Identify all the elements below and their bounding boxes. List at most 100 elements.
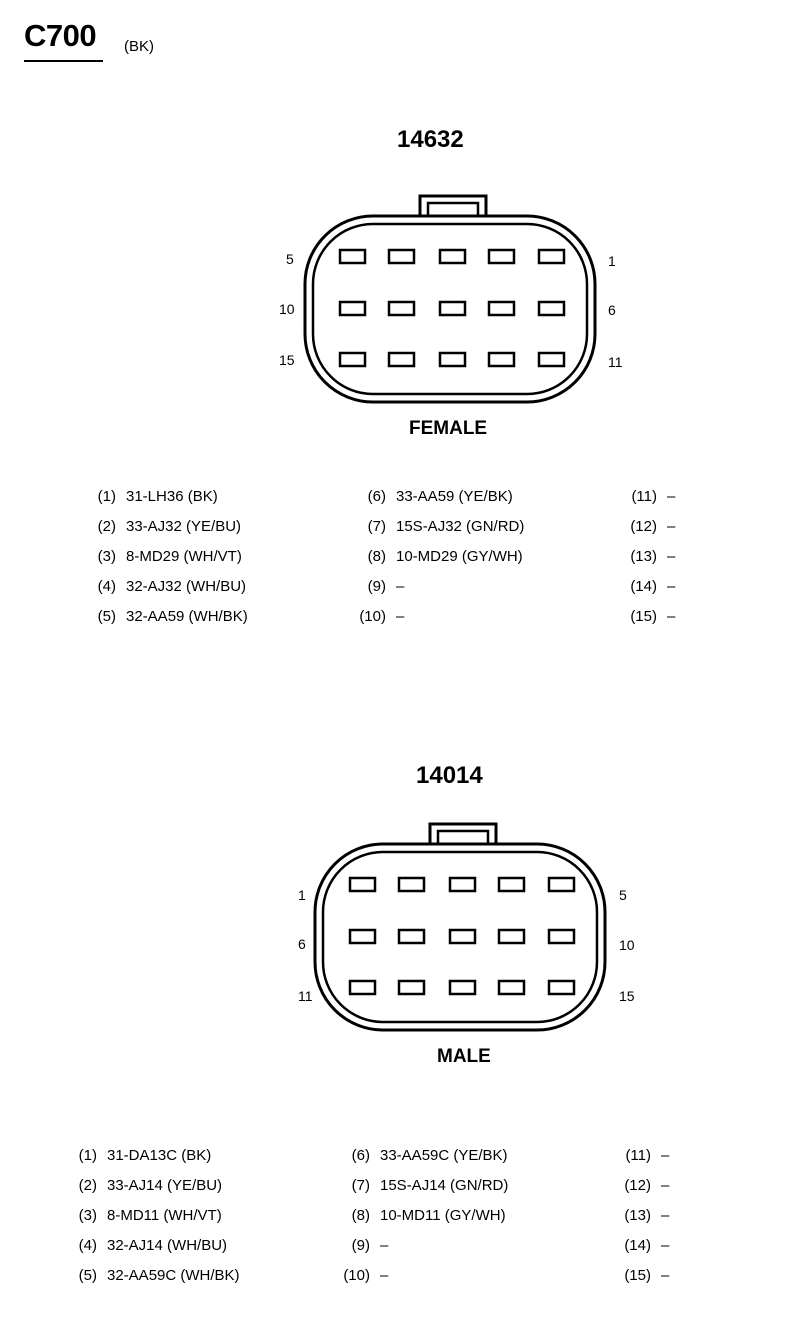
circuit-label: 10-MD11 (GY/WH) <box>380 1207 506 1224</box>
pin-number: (13) <box>624 1207 651 1224</box>
circuit-label: 33-AA59 (YE/BK) <box>396 488 513 505</box>
pinout-entry: (9)– <box>352 578 405 595</box>
pin-number: (4) <box>97 578 116 595</box>
pin-number: (14) <box>624 1237 651 1254</box>
circuit-label: 8-MD29 (WH/VT) <box>126 548 242 565</box>
female-pin-cavity <box>338 351 367 368</box>
pin-number: (6) <box>351 1147 370 1164</box>
pin-number: (9) <box>351 1237 370 1254</box>
circuit-label: – <box>396 608 405 625</box>
pinout-entry: (14)– <box>623 578 675 595</box>
pin-number: (11) <box>631 488 657 505</box>
female-pin-cavity <box>338 248 367 265</box>
female-part-number: 14632 <box>397 126 464 153</box>
pin-number: (8) <box>367 548 386 565</box>
circuit-label: 32-AA59C (WH/BK) <box>107 1267 240 1284</box>
male-pin-cavity <box>547 979 576 996</box>
circuit-label: – <box>661 1207 670 1224</box>
circuit-label: 15S-AJ14 (GN/RD) <box>380 1177 509 1194</box>
pinout-entry: (3)8-MD11 (WH/VT) <box>63 1207 222 1224</box>
male-pin-cavity <box>397 876 426 893</box>
pin-number: (11) <box>625 1147 651 1164</box>
male-right-label: 15 <box>619 988 635 1004</box>
pin-number: (5) <box>97 608 116 625</box>
female-pin-cavity <box>537 351 566 368</box>
female-pin-cavity <box>537 300 566 317</box>
male-pin-cavity <box>397 979 426 996</box>
circuit-label: 31-DA13C (BK) <box>107 1147 212 1164</box>
female-left-label: 5 <box>286 251 294 267</box>
female-left-label: 15 <box>279 352 295 368</box>
pin-number: (7) <box>367 518 386 535</box>
pin-number: (1) <box>97 488 116 505</box>
male-pin-cavity <box>348 979 377 996</box>
male-pin-cavity <box>497 979 526 996</box>
pinout-entry: (7) 15S-AJ14 (GN/RD) <box>336 1177 509 1194</box>
connector-code: C700 <box>24 18 97 53</box>
circuit-label: – <box>667 608 676 625</box>
male-pin-cavity <box>448 928 477 945</box>
pin-number: (15) <box>630 608 657 625</box>
female-right-label: 1 <box>608 253 616 269</box>
circuit-label: – <box>380 1267 389 1284</box>
circuit-label: – <box>661 1147 670 1164</box>
pinout-entry: (3)8-MD29 (WH/VT) <box>82 548 242 565</box>
circuit-label: 8-MD11 (WH/VT) <box>107 1207 222 1224</box>
connector-color: (BK) <box>124 38 154 55</box>
female-pin-cavity <box>387 248 416 265</box>
female-pin-cavity <box>487 248 516 265</box>
circuit-label: 15S-AJ32 (GN/RD) <box>396 518 525 535</box>
male-cavity-grid <box>348 876 576 996</box>
pinout-entry: (9)– <box>336 1237 389 1254</box>
male-pin-cavity <box>547 876 576 893</box>
pinout-entry: (6) 33-AA59 (YE/BK) <box>352 488 513 505</box>
pin-number: (4) <box>78 1237 97 1254</box>
circuit-label: – <box>667 518 676 535</box>
male-right-label: 5 <box>619 887 627 903</box>
pin-number: (2) <box>97 518 116 535</box>
pinout-entry: (15)– <box>617 1267 669 1284</box>
circuit-label: – <box>667 488 676 505</box>
pin-number: (12) <box>630 518 657 535</box>
female-pin-cavity <box>387 351 416 368</box>
pinout-entry: (2)33-AJ32 (YE/BU) <box>82 518 241 535</box>
female-pin-cavity <box>487 351 516 368</box>
pinout-entry: (13)– <box>623 548 675 565</box>
pin-number: (5) <box>78 1267 97 1284</box>
male-connector-face <box>313 822 607 1032</box>
male-part-number: 14014 <box>416 762 483 789</box>
male-pin-cavity <box>497 876 526 893</box>
male-pin-cavity <box>497 928 526 945</box>
female-pin-cavity <box>338 300 367 317</box>
pinout-entry: (6) 33-AA59C (YE/BK) <box>336 1147 508 1164</box>
circuit-label: 33-AA59C (YE/BK) <box>380 1147 508 1164</box>
female-right-label: 6 <box>608 302 616 318</box>
male-left-label: 6 <box>298 936 306 952</box>
female-left-label: 10 <box>279 301 295 317</box>
female-pin-cavity <box>487 300 516 317</box>
pinout-entry: (7) 15S-AJ32 (GN/RD) <box>352 518 525 535</box>
male-pin-cavity <box>547 928 576 945</box>
pin-number: (13) <box>630 548 657 565</box>
male-right-label: 10 <box>619 937 635 953</box>
male-left-label: 1 <box>298 887 306 903</box>
pin-number: (10) <box>359 608 386 625</box>
female-pin-cavity <box>438 351 467 368</box>
female-pin-cavity <box>438 248 467 265</box>
pin-number: (7) <box>351 1177 370 1194</box>
circuit-label: 33-AJ14 (YE/BU) <box>107 1177 223 1194</box>
male-pin-cavity <box>448 876 477 893</box>
female-pin-cavity <box>387 300 416 317</box>
pinout-entry: (5) 32-AA59C (WH/BK) <box>63 1267 240 1284</box>
pinout-entry: (8) 10-MD29 (GY/WH) <box>352 548 523 565</box>
male-pin-cavity <box>348 876 377 893</box>
circuit-label: 10-MD29 (GY/WH) <box>396 548 523 565</box>
circuit-label: – <box>661 1267 670 1284</box>
pinout-entry: (4)32-AJ14 (WH/BU) <box>63 1237 227 1254</box>
pinout-entry: (14)– <box>617 1237 669 1254</box>
pin-number: (14) <box>630 578 657 595</box>
pin-number: (6) <box>367 488 386 505</box>
pinout-entry: (10)– <box>352 608 404 625</box>
circuit-label: – <box>380 1237 389 1254</box>
pin-number: (12) <box>624 1177 651 1194</box>
